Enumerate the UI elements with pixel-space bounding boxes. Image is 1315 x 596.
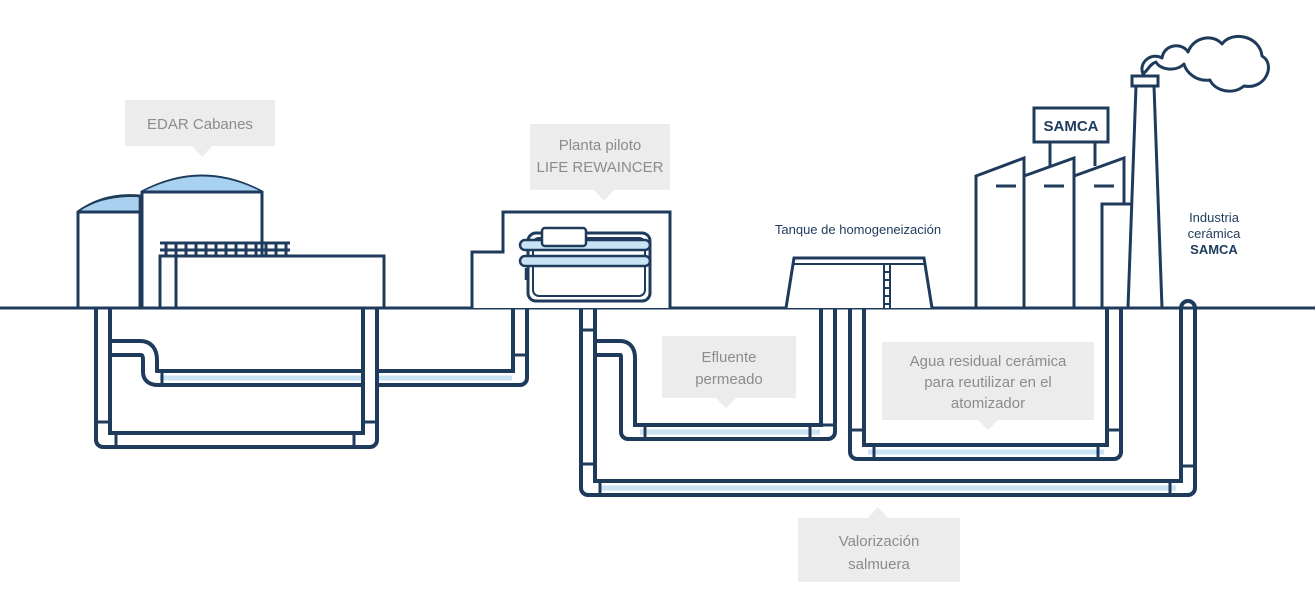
pipe-flanges [95, 328, 1196, 496]
factory-shed-1 [974, 155, 1026, 310]
pipe-edar-return [94, 299, 379, 449]
label-industry-line1: Industria [1189, 210, 1240, 225]
callout-pilot-plant: Planta piloto LIFE REWAINCER [530, 124, 670, 201]
samca-sign-text: SAMCA [1044, 118, 1099, 135]
pipe-network [94, 299, 1197, 497]
label-edar: EDAR Cabanes [147, 116, 253, 133]
callout-edar: EDAR Cabanes [125, 100, 275, 157]
callout-ceramic-water: Agua residual cerámica para reutilizar e… [882, 342, 1094, 430]
label-permeate-line1: Efluente [701, 349, 756, 366]
label-pilot-line1: Planta piloto [559, 137, 642, 154]
chimney [1126, 84, 1164, 310]
pipe-permeate [579, 299, 837, 441]
homogenization-tank [784, 256, 934, 309]
label-brine-line2: salmuera [848, 556, 910, 573]
label-permeate-line2: permeado [695, 371, 763, 388]
label-industry-line2: cerámica [1188, 226, 1242, 241]
factory-shed-2 [1022, 155, 1076, 310]
smoke-cloud-icon [1140, 34, 1270, 93]
tank-body [784, 256, 934, 309]
pipe-edar-to-pilot [94, 299, 529, 387]
callout-permeate: Efluente permeado [662, 336, 796, 408]
edar-plant [76, 174, 386, 310]
pipe-ceramic-water [848, 299, 1123, 461]
label-pilot-line2: LIFE REWAINCER [537, 159, 664, 176]
label-ceramic-line3: atomizador [951, 395, 1025, 412]
label-tank: Tanque de homogeneización [775, 222, 941, 237]
label-industry-line3: SAMCA [1190, 242, 1238, 257]
label-ceramic-line2: para reutilizar en el [924, 374, 1052, 391]
membrane-module-icon [518, 226, 652, 303]
samca-sign [1032, 106, 1110, 144]
tank-ladder [883, 264, 891, 308]
edar-railing [160, 241, 290, 256]
callout-brine: Valorización salmuera [798, 507, 960, 582]
pipe-brine [579, 299, 1197, 497]
label-brine-line1: Valorización [839, 533, 920, 550]
factory-icon [974, 74, 1164, 310]
edar-building [158, 254, 386, 310]
edar-small-tank [76, 194, 142, 310]
label-ceramic-line1: Agua residual cerámica [910, 353, 1067, 370]
pilot-plant [470, 210, 672, 308]
